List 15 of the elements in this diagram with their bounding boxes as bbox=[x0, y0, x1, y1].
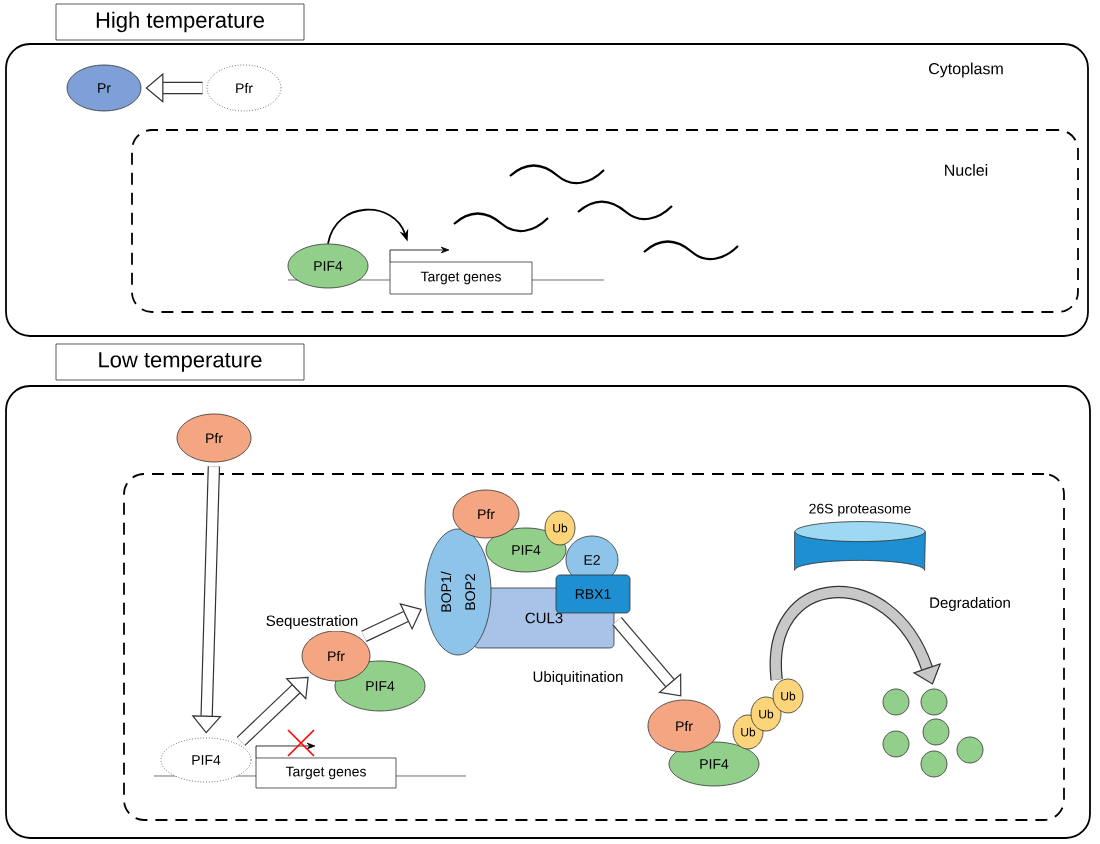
fragment-circle bbox=[882, 730, 910, 758]
compartment-label: Cytoplasm bbox=[929, 62, 1003, 78]
arrow bbox=[327, 208, 409, 245]
fragment-circle bbox=[920, 750, 948, 778]
block-arrow bbox=[236, 676, 309, 746]
title-box: Low temperature bbox=[55, 343, 305, 381]
block-arrow bbox=[612, 617, 682, 697]
fragment-circle bbox=[920, 688, 948, 716]
fragment-circle bbox=[956, 736, 984, 764]
fragment-circle bbox=[882, 688, 910, 716]
fragment-circle bbox=[922, 718, 950, 746]
block-arrow bbox=[770, 586, 942, 685]
compartment-label: Nuclei bbox=[945, 164, 988, 176]
block-arrow bbox=[361, 602, 422, 642]
title-box: High temperature bbox=[55, 3, 305, 41]
